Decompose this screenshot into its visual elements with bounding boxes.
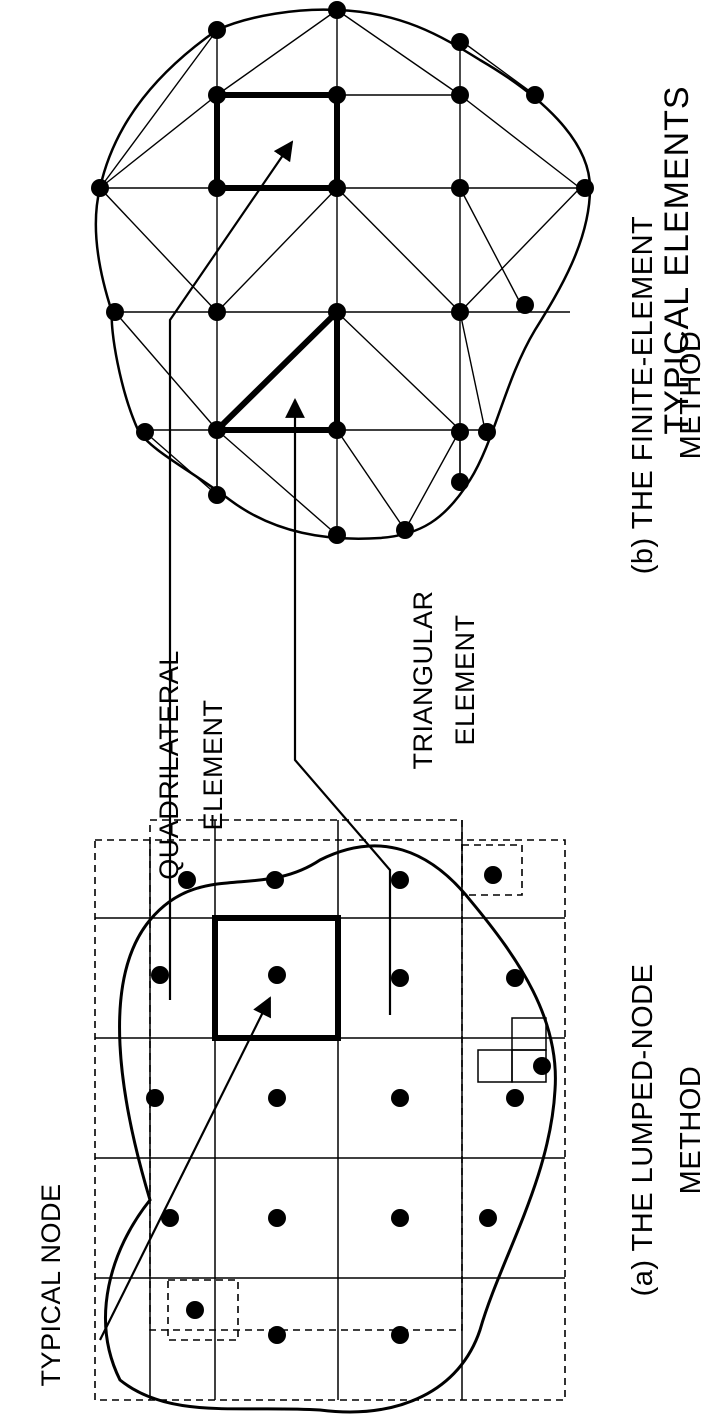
panel-finite-element — [91, 1, 594, 1015]
fe-body-outline — [94, 8, 592, 540]
caption-b-line2: METHOD — [675, 331, 707, 460]
triangular-label-line2: ELEMENT — [450, 614, 480, 745]
lumped-body-outline — [104, 844, 557, 1414]
quadrilateral-label-line2: ELEMENT — [198, 699, 228, 830]
caption-b-line1: (b) THE FINITE-ELEMENT — [627, 216, 659, 575]
typical-node-arrow — [99, 996, 271, 1341]
panel-lumped-node — [94, 819, 566, 1414]
fe-mesh-lines — [99, 9, 590, 536]
fe-nodes — [91, 1, 594, 544]
caption-a-line1: (a) THE LUMPED-NODE — [627, 964, 659, 1297]
lumped-grid — [95, 820, 565, 1400]
typical-node-label: TYPICAL NODE — [36, 1183, 66, 1386]
typical-cell — [212, 915, 341, 1041]
quadrilateral-label-line1: QUADRILATERAL — [154, 650, 184, 880]
figure-title: TYPICAL ELEMENTS — [658, 85, 696, 434]
lumped-nodes — [146, 866, 551, 1344]
triangular-label-line1: TRIANGULAR — [408, 590, 438, 769]
triangular-callout-arrow — [285, 398, 392, 1015]
quadrilateral-element — [214, 92, 340, 191]
triangular-element — [209, 304, 340, 433]
caption-a-line2: METHOD — [675, 1066, 707, 1195]
dashed-cell-boundaries — [94, 819, 566, 1401]
quadrilateral-callout-arrow — [168, 140, 294, 1000]
